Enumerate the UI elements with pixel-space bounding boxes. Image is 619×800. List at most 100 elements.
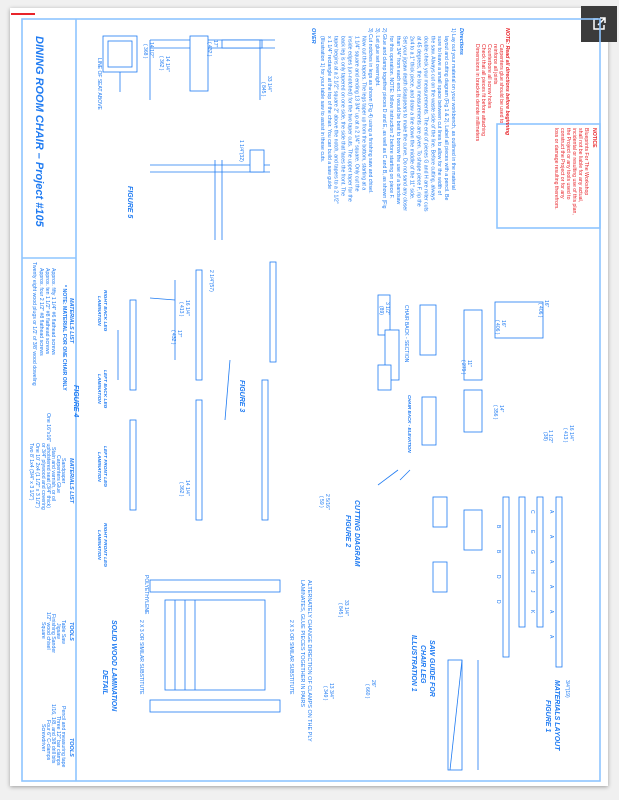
illustration-1-label: ILLUSTRATION 1 (410, 635, 417, 692)
dimension-label: 17" (176, 330, 182, 338)
line-of-seat-label: LINE OF SEAT ABOVE (96, 58, 102, 110)
dimension-label: 3/4"(19) (564, 680, 570, 698)
notice-line: the Project or any tools used to (565, 128, 571, 200)
direction-line: 3). Let glue set overnight. (374, 28, 380, 87)
chair-back-section-label: CHAIR BACK - SECTION (403, 305, 409, 363)
dimension-label: 1 1/4"(32) (238, 140, 244, 162)
material-item: Approx. fifty 1 1/4" #6 flathead screws (50, 268, 56, 355)
direction-line: 2) Glue and clamp together pieces D and … (381, 28, 387, 209)
note-line: reinforce all joints (492, 44, 498, 85)
direction-line: x 1 1/4" rectangle at the top of the cha… (326, 36, 332, 189)
chair-back-label: CHAIR BACK - ELEVATION (407, 395, 412, 453)
dimension-label: ( 432 ) (206, 42, 212, 57)
dimension-label: 33 1/4" (266, 76, 272, 92)
dimension-label: 17" (212, 40, 218, 48)
figure-2-title: CUTTING DIAGRAM (353, 500, 360, 567)
dimension-labels: 33 1/4"( 845 )14 1/2"( 368 )17"( 432 )14… (142, 40, 574, 701)
figure-3-4-legs: FIGURE 3 FIGURE 4 (72, 261, 277, 521)
layout-label: B (495, 550, 501, 554)
direction-line: taper begins at a 2 1/2" square 2" above… (333, 36, 339, 204)
lamination-note: ALTERNATELY CHANGE DIRECTION OF CLAMPS O… (299, 580, 312, 742)
substitute-label: 2 X 3 OR SIMILAR SUBSTITUTE (288, 620, 294, 695)
dimension-label: ( 356 ) (492, 405, 498, 420)
direction-line: (Illustration 1) for your table saw to a… (319, 36, 325, 162)
layout-label: G (529, 550, 535, 554)
material-item: or 3/4" plywood and covering (40, 443, 46, 510)
note-line: Dimensions in brackets denote millimeter… (474, 44, 480, 142)
materials-list-1: MATERIALS LIST * NOTE: MATERIAL FOR ONE … (31, 262, 74, 391)
materials-list-2: MATERIALS LIST Sandpaper Carpenters Glue… (28, 413, 74, 510)
dimension-label: 11" (466, 360, 472, 367)
direction-line: Now cut the tapers. The legs taper up fr… (360, 36, 366, 190)
lamination-detail-label: DETAIL (101, 670, 108, 695)
direction-line: than 3/4" from each end. It would be bes… (395, 36, 401, 204)
note-line: Carpenters glue should be used to (498, 44, 504, 123)
notice-line: construct the Project or for any (559, 128, 565, 199)
polyethylene-label: POLYETHYLENE (143, 575, 149, 615)
dimension-label: ( 362 ) (158, 56, 164, 71)
dimension-label: 16" (543, 300, 549, 308)
tool-item: Table Saw (60, 620, 66, 644)
material-item: Stain and varnish, or oil (50, 447, 56, 501)
sheet-border (21, 18, 601, 782)
direction-line: double check your measurements. The end … (422, 36, 428, 212)
direction-line: 3) Cut notches in legs as shown (Fig 4) … (367, 28, 373, 194)
materials-heading: MATERIALS LIST (68, 458, 74, 504)
figure-4-label: FIGURE 4 (72, 385, 79, 417)
dimension-label: 2 5/16" (324, 494, 330, 510)
layout-label: H (529, 570, 535, 574)
dimension-label: ( 349 ) (322, 686, 328, 701)
notice-line: Blueprints For The Workshop (583, 128, 589, 195)
substitute-label: 2 X 3 OR SIMILAR SUBSTITUTE (138, 620, 144, 695)
layout-label: D (495, 575, 501, 579)
materials-note: * NOTE: MATERIAL FOR ONE CHAIR ONLY (61, 285, 67, 391)
dimension-label: 14 1/4" (184, 480, 190, 496)
dimension-label: 14" (498, 405, 504, 413)
dimension-label: 2 1/4"(57) (208, 270, 214, 292)
dimension-label: 26" (370, 680, 376, 688)
direction-line: for this operation. NOTE: follow instruc… (388, 36, 394, 199)
dimension-label: ( 59 ) (318, 496, 324, 508)
dimension-label: ( 362 ) (178, 482, 184, 497)
lamination-title: SOLID WOOD LAMINATION (110, 620, 117, 712)
lamination-detail: 2 X 3 OR SIMILAR SUBSTITUTE 2 X 3 OR SIM… (101, 575, 294, 713)
dimension-label: 16 1/4" (568, 425, 574, 441)
dimension-label: 1 1/2" (547, 430, 553, 443)
directions-block: Directions 1) Lay out your material on y… (310, 28, 464, 212)
material-item: One 16"x16" upholstered seat (3/4" thick… (45, 413, 51, 508)
tool-item: Screwdriver (40, 724, 46, 752)
open-in-new-window-button[interactable] (581, 6, 617, 42)
figure-2-label: FIGURE 2 (344, 515, 351, 547)
layout-label: A (548, 635, 554, 639)
materials-heading: MATERIALS LIST (68, 298, 74, 344)
directions-heading: Directions (458, 28, 464, 55)
material-item: One 10' 2x4 (1 1/2" x 3 1/2") (34, 443, 40, 508)
tool-item: Square (40, 622, 46, 639)
note-line: Counterbore all screw holes (486, 44, 492, 109)
tools-heading: TOOLS (68, 738, 74, 757)
lamination-label: LEFT FRONT LEG LAMINATION (96, 446, 107, 488)
tool-item: Four 6" C-clamps (45, 720, 51, 761)
tool-item: Pencil and measuring tape (60, 706, 66, 768)
direction-line: 1 1/4" square and ending 13 3/4" up at a… (353, 36, 359, 192)
notice-line: incidental or resulting use of this plan… (571, 128, 577, 215)
dimension-label: (38) (542, 432, 548, 441)
note-line: NOTE: Read all directions before beginni… (504, 28, 510, 136)
material-item: Two 8' 1x4 (3/4" x 3 1/2") (28, 443, 34, 501)
notice-line: shall not be liable for any actual, (577, 128, 583, 202)
dimension-label: 14 1/4" (164, 56, 170, 72)
figure-1-title: MATERIALS LAYOUT (553, 680, 560, 751)
figure-1-materials-layout: A A A A A A B B D D C E G H J K MATERIAL… (495, 496, 563, 751)
project-title: DINING ROOM CHAIR – Project #105 (33, 36, 45, 228)
dimension-label: 33 1/4" (343, 600, 349, 616)
layout-label: C (529, 510, 535, 514)
dimension-label: ( 413 ) (178, 302, 184, 317)
material-item: Approx. four 2 1/2" #8 flathead screws (38, 268, 44, 356)
layout-label: A (548, 535, 554, 539)
note-block: NOTE: Read all directions before beginni… (474, 28, 510, 142)
dimension-label: ( 406 ) (494, 320, 500, 335)
dimension-label: 16" (500, 320, 506, 328)
direction-line: the saw. Always cut on the waste side of… (429, 36, 435, 201)
dimension-label: ( 368 ) (142, 44, 148, 59)
